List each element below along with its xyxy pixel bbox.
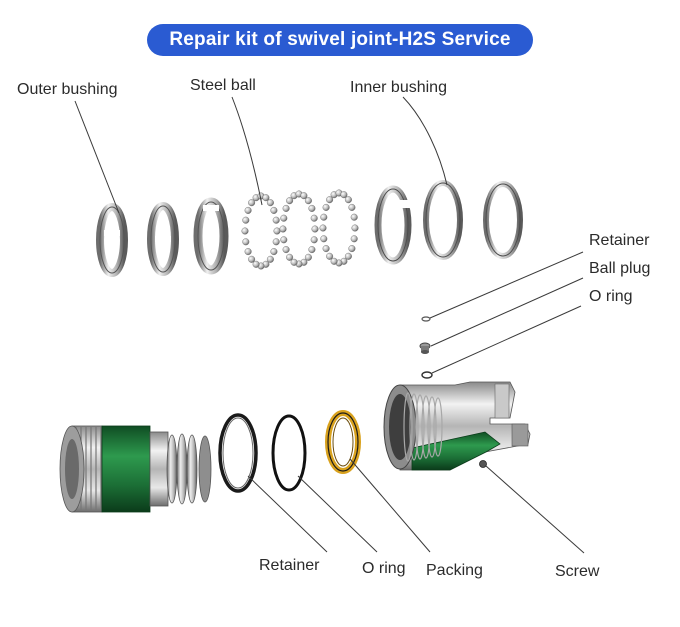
label-screw: Screw: [555, 563, 600, 580]
steel-ball: [308, 246, 316, 254]
retainer-ring-bottom: [218, 413, 258, 493]
steel-ball: [244, 206, 252, 214]
steel-ball: [242, 216, 250, 224]
steel-ball: [244, 248, 252, 256]
page-title: Repair kit of swivel joint-H2S Service: [147, 24, 533, 56]
steel-ball: [348, 203, 356, 211]
steel-ball: [286, 253, 294, 261]
steel-ball: [266, 199, 274, 207]
steel-ball: [241, 227, 249, 235]
steel-ball: [322, 203, 330, 211]
steel-ball-rings: [241, 189, 359, 270]
male-grooves: [166, 433, 198, 505]
steel-ball: [248, 199, 256, 207]
o-ring-small-part: [421, 371, 433, 379]
label-retainer-bottom: Retainer: [259, 557, 320, 574]
steel-ball: [304, 197, 312, 205]
label-o-ring-top: O ring: [589, 288, 633, 305]
steel-ball-ring-1: [241, 192, 281, 270]
steel-ball: [310, 214, 318, 222]
steel-ball-ring-2: [279, 190, 319, 268]
steel-ball: [320, 213, 328, 221]
label-inner-bushing: Inner bushing: [350, 79, 447, 96]
leader-o-ring-bottom: [297, 475, 378, 553]
outer-bushing-ring-2: [147, 202, 179, 276]
outer-bushing-ring-1: [96, 203, 128, 277]
steel-ball: [344, 196, 352, 204]
steel-ball: [350, 235, 358, 243]
label-o-ring-bottom: O ring: [362, 560, 406, 577]
ball-plug-part: [419, 342, 431, 354]
steel-ball: [344, 252, 352, 260]
steel-ball: [280, 236, 288, 244]
steel-ball-ring-3: [319, 189, 359, 267]
steel-ball: [272, 238, 280, 246]
label-outer-bushing: Outer bushing: [17, 81, 118, 98]
steel-ball: [262, 194, 270, 202]
steel-ball: [330, 257, 338, 265]
steel-ball: [310, 236, 318, 244]
steel-ball: [326, 196, 334, 204]
steel-ball: [266, 255, 274, 263]
leader-packing: [349, 458, 431, 553]
packing-ring: [325, 410, 361, 474]
label-ball-plug: Ball plug: [589, 260, 651, 277]
outer-bushing-parts: [96, 197, 229, 277]
outer-bushing-ring-3: [193, 197, 229, 275]
steel-ball: [322, 245, 330, 253]
leader-outer-bushing: [74, 100, 120, 214]
steel-ball: [290, 258, 298, 266]
steel-ball: [319, 224, 327, 232]
steel-ball: [320, 235, 328, 243]
inner-bushing-parts: [374, 180, 523, 265]
leader-screw: [485, 465, 585, 554]
steel-ball: [282, 246, 290, 254]
screw-hole: [479, 460, 487, 468]
steel-ball: [273, 227, 281, 235]
o-ring-bottom: [271, 414, 307, 492]
inner-bushing-ring-1: [374, 185, 412, 265]
steel-ball: [248, 255, 256, 263]
steel-ball: [350, 213, 358, 221]
steel-ball: [300, 192, 308, 200]
steel-ball: [308, 204, 316, 212]
steel-ball: [252, 260, 260, 268]
steel-ball: [270, 206, 278, 214]
inner-bushing-ring-2: [423, 180, 463, 260]
leader-steel-ball: [231, 96, 263, 206]
retainer-small-part: [421, 316, 431, 322]
steel-ball: [279, 225, 287, 233]
female-swivel-body: [383, 381, 531, 471]
label-retainer-top: Retainer: [589, 232, 650, 249]
leader-lines: [74, 96, 585, 554]
small-parts: [419, 316, 433, 379]
leader-o-ring-top: [431, 305, 582, 374]
steel-ball: [272, 216, 280, 224]
steel-ball: [286, 197, 294, 205]
label-packing: Packing: [426, 562, 483, 579]
steel-ball: [311, 225, 319, 233]
steel-ball: [340, 191, 348, 199]
steel-ball: [280, 214, 288, 222]
steel-ball: [282, 204, 290, 212]
leader-retainer-bottom: [247, 475, 328, 553]
steel-ball: [326, 252, 334, 260]
steel-ball: [351, 224, 359, 232]
steel-ball: [348, 245, 356, 253]
steel-ball: [270, 248, 278, 256]
male-swivel-body: [59, 425, 212, 513]
steel-ball: [304, 253, 312, 261]
leader-ball-plug: [430, 277, 584, 347]
leader-retainer-top: [429, 251, 584, 319]
steel-ball: [242, 238, 250, 246]
label-steel-ball: Steel ball: [190, 77, 256, 94]
leader-inner-bushing: [402, 96, 448, 186]
inner-bushing-ring-3: [483, 181, 523, 259]
female-threads: [403, 392, 443, 462]
